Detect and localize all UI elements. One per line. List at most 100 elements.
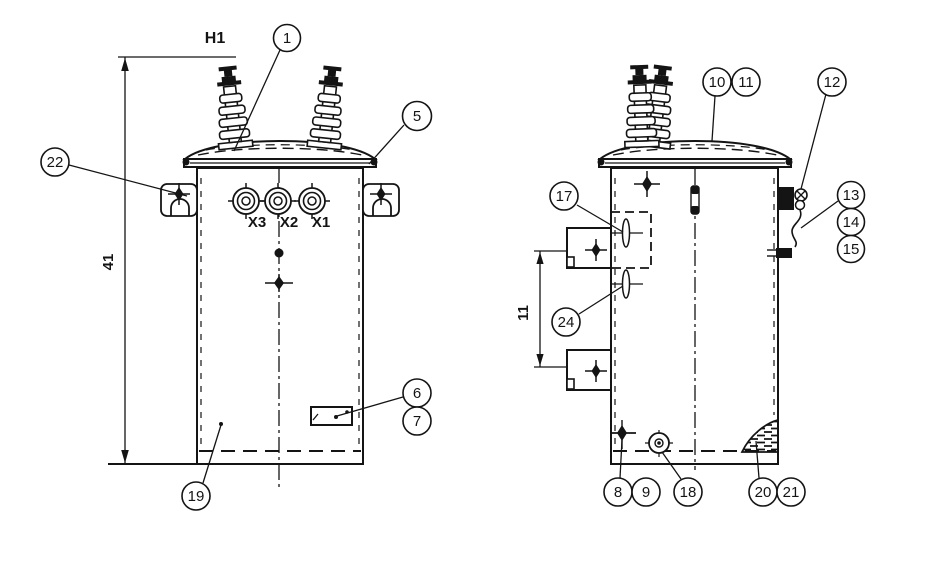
svg-text:8: 8 [614, 484, 622, 501]
callout-15: 15 [836, 234, 866, 264]
terminal-bracket [777, 187, 794, 210]
side-view: 11 [515, 62, 866, 507]
callout-21: 21 [776, 477, 806, 507]
nameplate-tick [312, 413, 319, 421]
lower-boss [776, 248, 792, 258]
leader-callout-6 [336, 396, 404, 417]
hv-bushing-right [306, 63, 351, 151]
leader-callout-22 [68, 164, 188, 197]
svg-text:6: 6 [413, 385, 421, 402]
callout-6: 6 [402, 378, 432, 408]
arrowhead-down [536, 354, 544, 366]
svg-text:1: 1 [283, 30, 291, 47]
hv-bushing-front [621, 63, 660, 149]
front-cover [182, 139, 378, 168]
callout-5: 5 [401, 100, 433, 132]
leader-callout-13 [800, 200, 839, 229]
svg-text:14: 14 [843, 214, 860, 231]
svg-text:24: 24 [558, 314, 575, 331]
terminal-lead [791, 209, 802, 248]
callout-24: 24 [551, 307, 581, 337]
callout-18: 18 [673, 477, 703, 507]
arrowhead-down [121, 450, 129, 463]
callout-11: 11 [731, 67, 761, 97]
svg-text:12: 12 [824, 74, 841, 91]
leader-callout-18 [661, 451, 682, 480]
callout-14: 14 [836, 207, 866, 237]
svg-text:7: 7 [413, 413, 421, 430]
mount-bracket-lower [566, 349, 612, 391]
ground-pad [740, 418, 779, 453]
leader-callout-12 [800, 93, 827, 190]
callout-9: 9 [631, 477, 661, 507]
callout-12: 12 [817, 67, 847, 97]
lv-bushings: X3 X2 X1 [227, 182, 331, 231]
hidden-handhole-outline [611, 211, 652, 269]
callout-19: 19 [181, 481, 211, 511]
lv-label-x2: X2 [280, 214, 298, 231]
hv-terminal-label: H1 [205, 30, 226, 47]
drain-valve [645, 430, 673, 457]
overall-height-value: 41 [100, 254, 117, 271]
leader-callout-8 [619, 439, 623, 479]
cover-clamp-right [785, 158, 793, 166]
callout-13: 13 [836, 180, 866, 210]
svg-text:18: 18 [680, 484, 697, 501]
callout-10: 10 [702, 67, 732, 97]
leader-callout-10 [711, 95, 716, 142]
wall-bolt-lower [611, 269, 643, 299]
bracket-plate [566, 349, 612, 391]
hv-bushing-left [209, 63, 254, 151]
cover-bolt [634, 171, 660, 197]
cover-clamp-left [597, 158, 605, 166]
arrowhead-up [536, 252, 544, 264]
callout-8: 8 [603, 477, 633, 507]
hanger-bracket-right [362, 182, 400, 217]
dimension-overall-height: 41 [100, 56, 236, 464]
bracket-tab [566, 256, 575, 268]
ground-stud [274, 248, 284, 258]
leader-callout-17 [576, 204, 624, 233]
nameplate [310, 406, 353, 426]
arrowhead-up [121, 58, 129, 71]
svg-text:19: 19 [188, 488, 205, 505]
svg-text:21: 21 [783, 484, 800, 501]
callout-22: 22 [40, 147, 70, 177]
nameplate-outline [310, 406, 353, 426]
svg-text:17: 17 [556, 188, 573, 205]
side-tank [610, 142, 779, 470]
bracket-tab [566, 378, 575, 390]
leader-callout-5 [368, 124, 405, 165]
leader-callout-19 [202, 424, 222, 484]
wall-bolt-upper [611, 218, 643, 248]
leader-callout-20 [755, 440, 760, 479]
dimension-bracket-spacing: 11 [515, 250, 566, 368]
hanger-bracket-left [160, 182, 198, 217]
leader-dot [219, 422, 223, 426]
lv-label-x3: X3 [248, 214, 266, 231]
leader-callout-1 [233, 49, 281, 152]
callout-17: 17 [549, 181, 579, 211]
svg-text:20: 20 [755, 484, 772, 501]
tank-wall-bolt [265, 274, 293, 292]
svg-text:15: 15 [843, 241, 860, 258]
lifting-lug [690, 185, 700, 215]
lv-label-x1: X1 [312, 214, 330, 231]
bracket-spacing-value: 11 [515, 305, 532, 321]
svg-text:9: 9 [642, 484, 650, 501]
svg-text:22: 22 [47, 154, 64, 171]
mount-bracket-upper [566, 227, 612, 269]
leader-callout-24 [578, 285, 624, 315]
callout-7: 7 [402, 406, 432, 436]
lv-terminal-side-assembly [767, 187, 808, 258]
svg-text:5: 5 [413, 108, 421, 125]
cover-clamp-left [182, 158, 190, 166]
callout-1: 1 [272, 23, 302, 53]
svg-text:10: 10 [709, 74, 726, 91]
svg-text:11: 11 [738, 74, 754, 91]
cover-dome [182, 139, 378, 160]
front-view: 41 H1 [40, 23, 433, 511]
callout-20: 20 [748, 477, 778, 507]
